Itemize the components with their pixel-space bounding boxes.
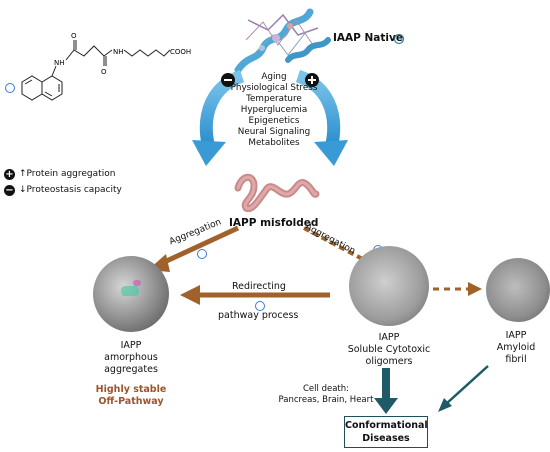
fibril-line1: IAPP (505, 330, 527, 341)
cell-death-line1: Cell death: (302, 384, 349, 394)
conformational-diseases-box: Conformational Diseases (344, 416, 428, 448)
misfolded-protein-icon (234, 173, 320, 212)
plus-icon: + (4, 168, 15, 180)
nh1-label: NH (54, 59, 65, 67)
fibril-line3: fibril (505, 354, 527, 365)
legend-minus-row: − ↓Proteostasis capacity (4, 182, 122, 198)
minus-icon: − (4, 184, 15, 196)
factor-item: Hyperglucemia (240, 105, 308, 115)
protein-structure-image (234, 8, 331, 74)
legend-minus-text: ↓Proteostasis capacity (19, 185, 122, 195)
oligomers-label: IAPP Soluble Cytotoxic oligomers (334, 332, 444, 368)
misfolded-label: IAPP misfolded (229, 217, 319, 229)
fibril-line2: Amyloid (496, 342, 536, 353)
cooh-label: COOH (170, 48, 191, 56)
amorphous-line2: amorphous (104, 352, 158, 363)
cycle-arrows (192, 69, 348, 166)
factor-item: Temperature (246, 94, 302, 104)
cell-death-line2: Pancreas, Brain, Heart (278, 395, 374, 405)
amorphous-line1: IAPP (120, 340, 142, 351)
off-pathway-line1: Highly stable (95, 384, 167, 395)
factors-list: Aging Physiological Stress Temperature H… (215, 72, 333, 149)
redirect-label-line2: pathway process (218, 310, 299, 321)
oligomers-line1: IAPP (378, 332, 400, 343)
factor-item: Aging (261, 72, 287, 82)
legend: + ↑Protein aggregation − ↓Proteostasis c… (4, 166, 122, 198)
fibril-label: IAPP Amyloid fibril (484, 330, 548, 366)
factor-item: Epigenetics (248, 116, 300, 126)
fibril-micrograph (486, 258, 550, 322)
legend-plus-text: ↑Protein aggregation (19, 169, 116, 179)
amorphous-line3: aggregates (104, 364, 158, 375)
oligomers-line2: Soluble Cytotoxic (347, 344, 431, 355)
oligomers-micrograph (349, 246, 429, 326)
oligomers-line3: oligomers (365, 356, 413, 367)
off-pathway-label: Highly stable Off-Pathway (88, 384, 174, 408)
aggregation-circle-marker (197, 249, 207, 259)
amorphous-aggregates-micrograph (93, 256, 169, 332)
iaap-native-label: IAAP Native (333, 32, 403, 44)
native-circle-marker (393, 33, 405, 45)
factor-item: Physiological Stress (230, 83, 318, 93)
legend-plus-row: + ↑Protein aggregation (4, 166, 122, 182)
nh2-label: NH (113, 48, 124, 56)
redirect-circle-marker (255, 301, 265, 311)
amorphous-label: IAPP amorphous aggregates (88, 340, 174, 376)
o1-label: O (71, 32, 77, 40)
cell-death-label: Cell death: Pancreas, Brain, Heart (268, 384, 384, 406)
o2-label: O (101, 68, 107, 76)
small-circle-marker (5, 83, 15, 93)
redirect-label-line1: Redirecting (232, 281, 286, 292)
chemical-structure: NH O O NH COOH (5, 32, 191, 101)
factor-item: Metabolites (248, 138, 300, 148)
off-pathway-line2: Off-Pathway (98, 396, 164, 407)
diseases-line2: Diseases (362, 433, 410, 444)
factor-item: Neural Signaling (237, 127, 311, 137)
diseases-line1: Conformational (345, 420, 428, 431)
